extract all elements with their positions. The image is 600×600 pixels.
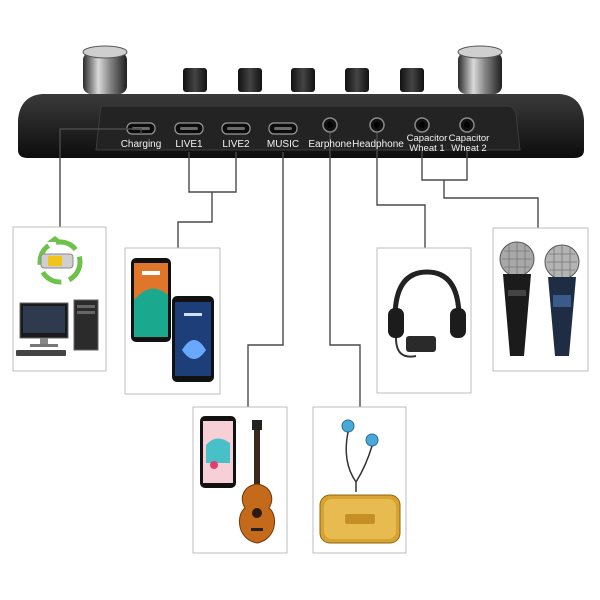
port-capacitor-wheat-1 [414,117,430,133]
port-label-live2: LIVE2 [222,139,250,150]
port-capacitor-wheat-2 [459,117,475,133]
port-live2 [221,122,251,135]
speaker-icon [319,494,401,544]
smartphones-illustration [124,247,221,395]
earphones-icon [341,419,379,492]
microphone-icon [499,241,535,356]
line-live [177,192,213,250]
headphones-icon [388,269,466,358]
port-earphone [322,117,338,133]
line-music [247,152,284,410]
port-label-capacitor-wheat-1: Capacitor Wheat 1 [406,133,448,154]
line-mic [443,180,539,230]
port-headphone [369,117,385,133]
microphones-illustration [492,227,589,372]
headphones-illustration [376,247,472,394]
connector-lines [59,128,539,410]
line-earphone [329,133,361,410]
port-label-live1: LIVE1 [175,139,203,150]
smartphone-icon [172,296,214,382]
port-label-music: MUSIC [266,139,300,150]
battery-recycle-icon [37,236,83,285]
left-knob-icon [82,45,128,94]
line-headphone [376,133,426,250]
right-knob-icon [457,45,503,94]
port-label-charging: Charging [120,139,162,150]
smartphone-guitar-illustration [192,406,288,554]
desktop-computer-icon [16,299,99,356]
microphone-icon [544,244,580,356]
smartphone-icon [200,416,236,488]
port-live1 [174,122,204,135]
port-label-earphone: Earphone [308,139,352,150]
sound-card-device [18,45,584,158]
port-label-headphone: Headphone [352,139,404,150]
top-buttons [183,68,424,92]
charger-desktop-illustration [12,226,107,372]
earphones-speaker-illustration [312,406,407,554]
port-label-capacitor-wheat-2: Capacitor Wheat 2 [448,133,490,154]
port-music [268,122,298,135]
line-charging [59,128,142,230]
smartphone-icon [131,258,171,342]
guitar-icon [239,420,275,544]
